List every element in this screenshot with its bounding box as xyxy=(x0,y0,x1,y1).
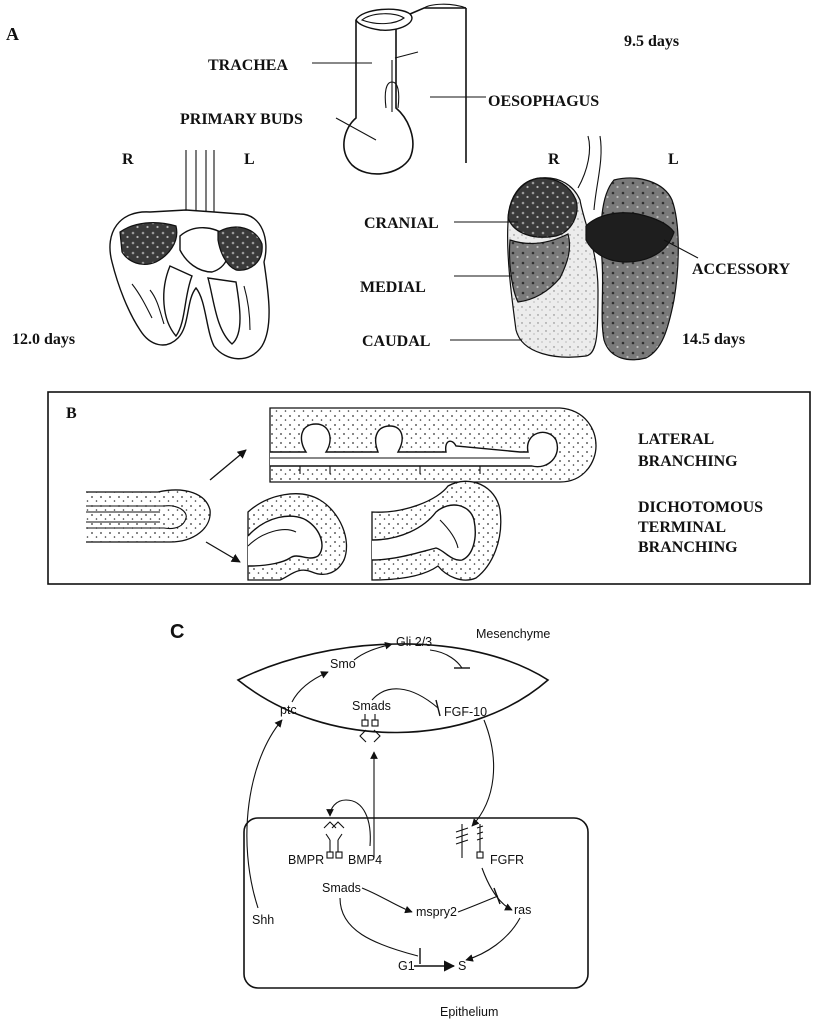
dichotomous-label-line1: DICHOTOMOUS xyxy=(638,499,763,516)
stage-12-days-label: 12.0 days xyxy=(12,331,75,348)
dichotomous-bud-2-drawing xyxy=(372,481,501,580)
epithelium-compartment xyxy=(244,818,588,988)
stage-14-5-days-label: 14.5 days xyxy=(682,331,745,348)
fgf10-label: FGF-10 xyxy=(444,705,487,719)
panel-b-letter: B xyxy=(66,405,77,422)
stage-14-left-label: L xyxy=(668,151,679,168)
fgf10-to-fgfr-arrow xyxy=(472,720,494,826)
trachea-label: TRACHEA xyxy=(208,57,288,74)
epithelium-label: Epithelium xyxy=(440,1005,498,1019)
lateral-branching-label-line2: BRANCHING xyxy=(638,453,738,470)
cranial-label: CRANIAL xyxy=(364,215,439,232)
ras-label: ras xyxy=(514,903,531,917)
epithelium-bmpr-receptor xyxy=(324,822,344,858)
bmp4-label: BMP4 xyxy=(348,853,382,867)
gli-inhibits-fgf10 xyxy=(430,650,462,668)
smo-label: Smo xyxy=(330,657,356,671)
initial-bud-drawing xyxy=(86,490,210,542)
stage-12-right-label: R xyxy=(122,151,134,168)
panel-c: C Mesenchyme ptc Smo Gli 2/3 Smads FGF-1… xyxy=(170,621,588,1019)
g1-label: G1 xyxy=(398,959,415,973)
mesenchyme-bmpr-receptor xyxy=(360,714,380,742)
ras-to-s-arrow xyxy=(466,918,520,960)
stage-12-left-label: L xyxy=(244,151,255,168)
lung-12-day-drawing xyxy=(110,150,269,359)
panel-c-letter: C xyxy=(170,621,184,643)
smads-top-label: Smads xyxy=(352,699,391,713)
bmp4-autocrine-arrow xyxy=(330,800,370,846)
mesenchyme-compartment xyxy=(238,644,548,733)
smads-to-mspry2-arrow xyxy=(362,888,412,912)
mspry2-inhibit-bar xyxy=(494,888,500,904)
dichotomous-label-line2: TERMINAL xyxy=(638,519,726,536)
panel-b: B LATERAL BRANCHING DIC xyxy=(48,392,810,584)
mspry2-label: mspry2 xyxy=(416,905,457,919)
fgfr-receptor xyxy=(456,824,483,858)
smads-inhibits-g1-s xyxy=(340,898,418,956)
shh-to-ptc-arrow xyxy=(247,720,282,908)
smads-inhibit-bar xyxy=(436,700,440,716)
arrow-to-dichotomous xyxy=(206,542,240,562)
smads-bottom-label: Smads xyxy=(322,881,361,895)
s-label: S xyxy=(458,959,466,973)
primary-buds-label: PRIMARY BUDS xyxy=(180,111,303,128)
mesenchyme-label: Mesenchyme xyxy=(476,627,550,641)
fgfr-label: FGFR xyxy=(490,853,524,867)
lateral-branching-drawing xyxy=(270,408,596,482)
ptc-label: ptc xyxy=(280,703,297,717)
lateral-branching-label-line1: LATERAL xyxy=(638,431,714,448)
caudal-label: CAUDAL xyxy=(362,333,430,350)
medial-label: MEDIAL xyxy=(360,279,426,296)
dichotomous-bud-1-drawing xyxy=(248,494,347,580)
gli-label: Gli 2/3 xyxy=(396,635,432,649)
ptc-to-smo-arrow xyxy=(292,672,328,702)
trachea-bud-drawing xyxy=(344,4,466,174)
panel-a-letter: A xyxy=(6,24,19,44)
bmpr-label: BMPR xyxy=(288,853,324,867)
dichotomous-label-line3: BRANCHING xyxy=(638,539,738,556)
panel-a: A 9.5 days TRACHEA OESOPHAGUS PRIMARY BU… xyxy=(6,4,791,359)
stage-14-right-label: R xyxy=(548,151,560,168)
lung-14-day-drawing xyxy=(508,136,679,360)
accessory-label: ACCESSORY xyxy=(692,261,791,278)
primary-buds-leader xyxy=(336,118,376,140)
oesophagus-label: OESOPHAGUS xyxy=(488,93,599,110)
stage-9-5-days-label: 9.5 days xyxy=(624,33,679,50)
arrow-to-lateral xyxy=(210,450,246,480)
shh-label: Shh xyxy=(252,913,274,927)
mspry2-inhibits-ras xyxy=(458,896,498,912)
fgfr-to-ras-arrow xyxy=(482,868,512,910)
